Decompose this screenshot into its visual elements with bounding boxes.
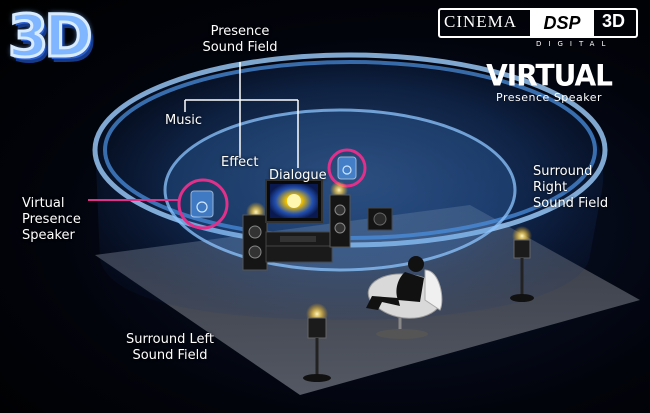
virtual-title: VIRTUAL <box>486 58 613 93</box>
presence-sound-field-label: Presence Sound Field <box>202 24 278 55</box>
dialogue-label: Dialogue <box>269 168 327 183</box>
surround-right-label: Surround Right Sound Field <box>533 164 609 211</box>
brand-cinema: CINEMA <box>444 12 518 31</box>
virtual-presence-badge: VIRTUAL Presence Speaker <box>486 58 613 104</box>
virtual-presence-speaker-label: Virtual Presence Speaker <box>22 196 81 243</box>
surround-left-speaker <box>303 303 331 382</box>
tv <box>265 179 333 263</box>
listener-chair <box>366 256 443 339</box>
outer-sound-field <box>95 63 604 320</box>
surround-left-label: Surround Left Sound Field <box>126 332 214 363</box>
logo-3d: 3D <box>7 1 94 72</box>
brand-3d: 3D <box>602 11 626 31</box>
front-right-speaker <box>329 181 351 248</box>
front-left-speaker <box>242 202 268 271</box>
virtual-speaker-left-ring <box>177 178 229 230</box>
surround-right-speaker <box>510 226 534 302</box>
brand-digital: DIGITAL <box>536 40 613 48</box>
virtual-subtitle: Presence Speaker <box>496 91 603 104</box>
brand-dsp: DSP <box>530 8 594 38</box>
effect-label: Effect <box>221 155 259 170</box>
music-label: Music <box>165 113 202 128</box>
cinema-dsp-logo: CINEMA DSP 3D DIGITAL <box>438 8 638 50</box>
